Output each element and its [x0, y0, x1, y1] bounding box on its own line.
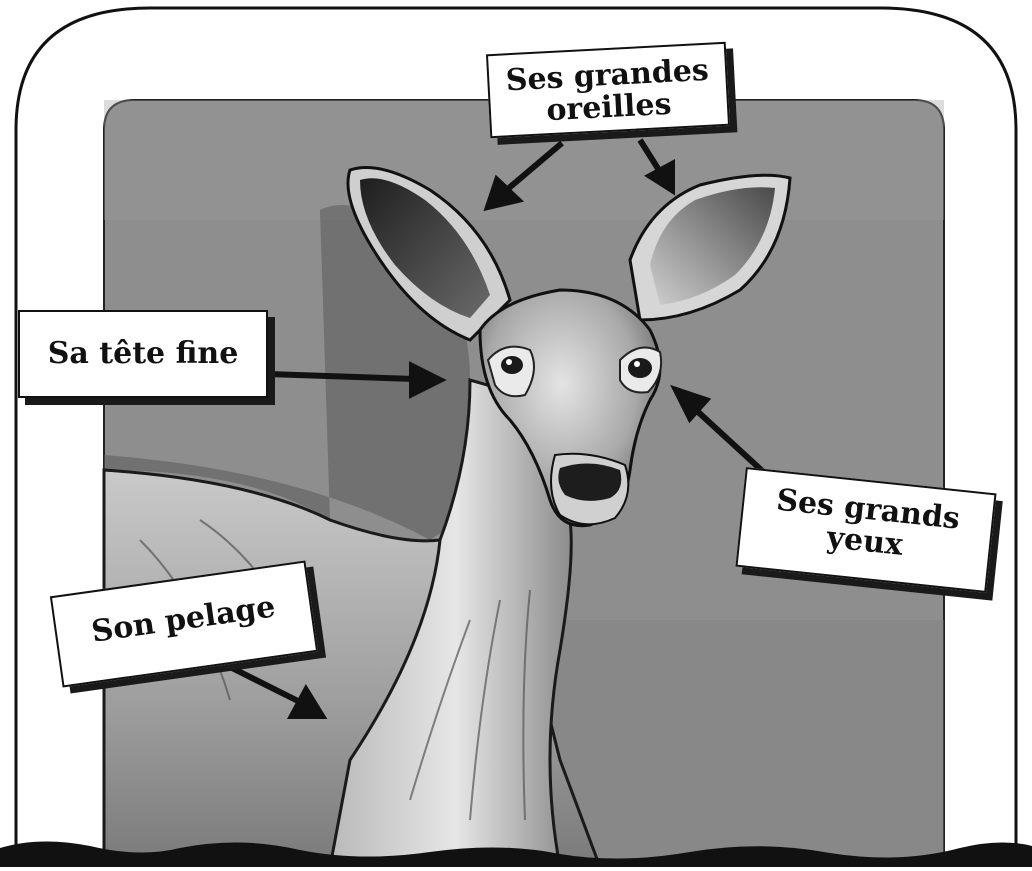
deer-nose: [558, 463, 621, 500]
label-head: Sa tête fine: [18, 310, 268, 398]
label-coat-text: Son pelage: [65, 588, 301, 652]
label-ears: Ses grandes oreilles: [486, 42, 730, 138]
label-head-text: Sa tête fine: [30, 338, 256, 370]
